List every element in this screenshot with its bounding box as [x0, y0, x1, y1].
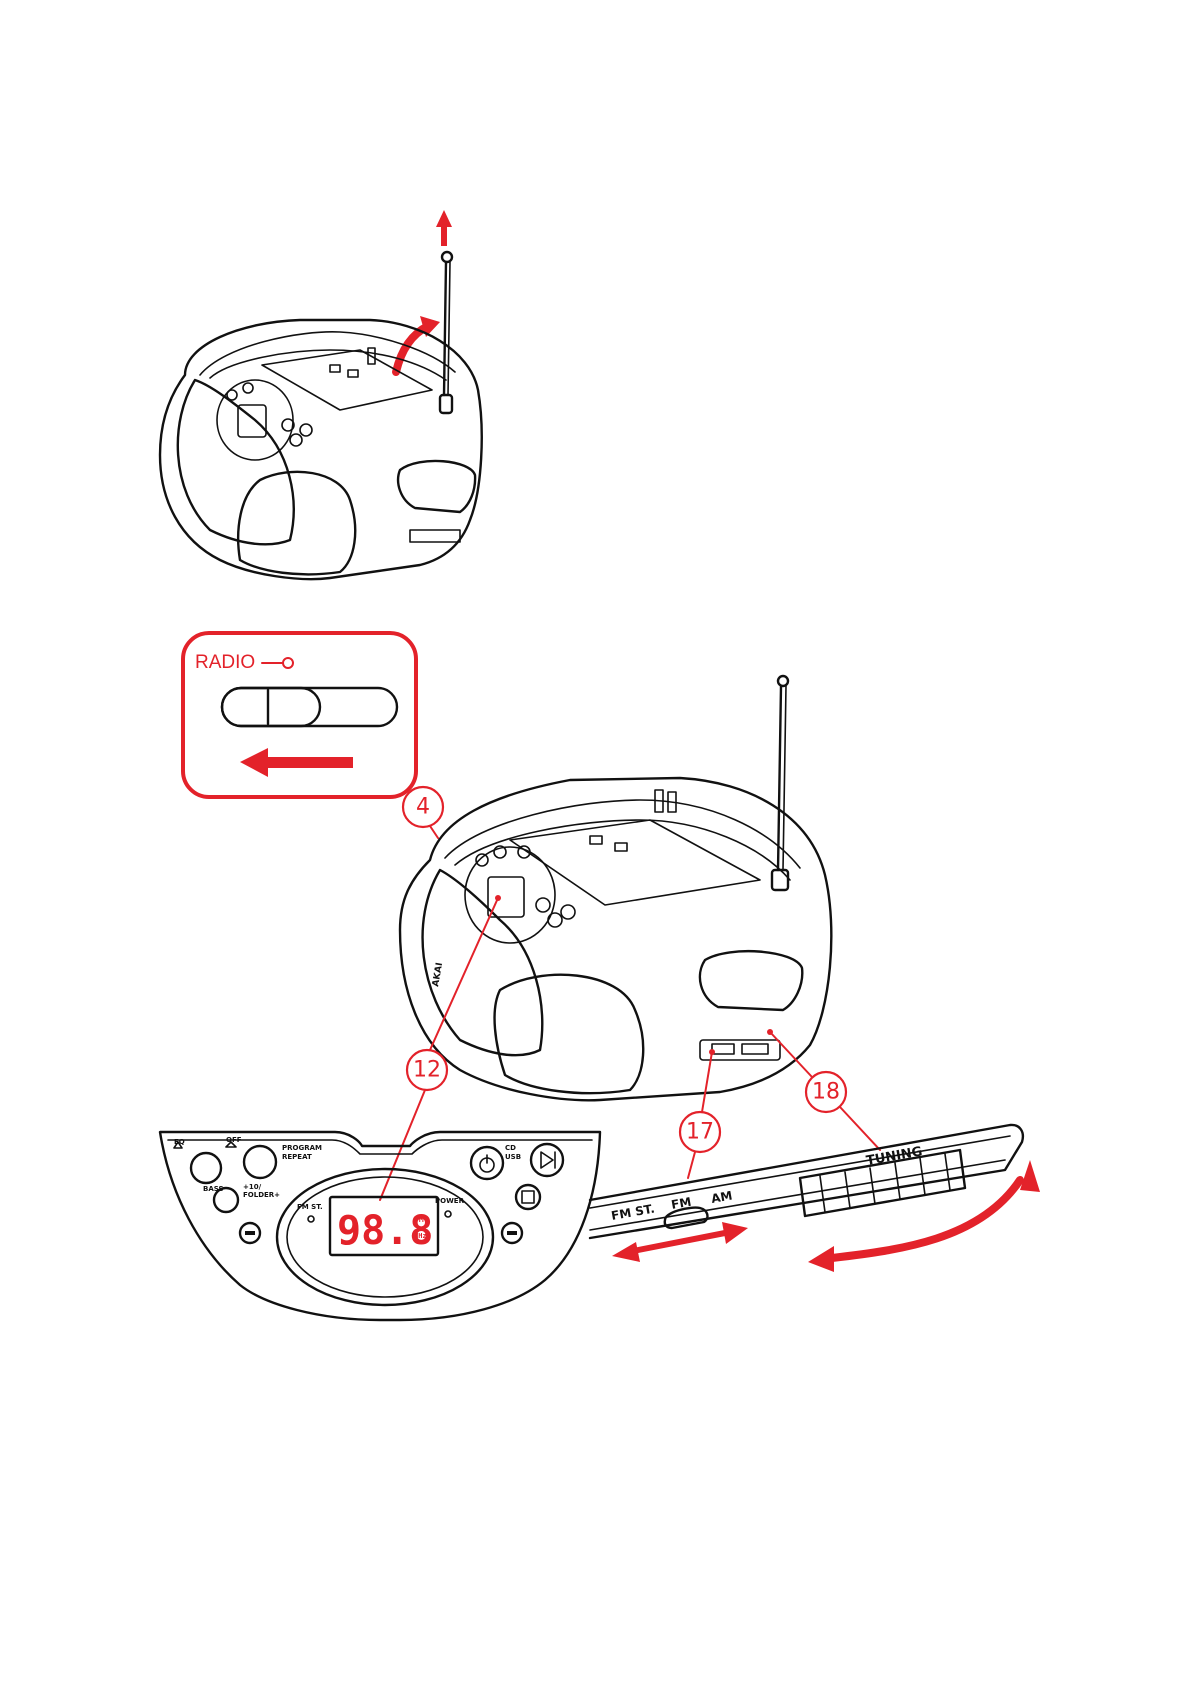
slide-double-arrow-icon: [612, 1222, 748, 1262]
svg-text:18: 18: [812, 1080, 840, 1105]
power-button[interactable]: [471, 1147, 503, 1179]
arrow-up-icon: [436, 210, 452, 246]
eq-button[interactable]: EQ: [174, 1138, 221, 1183]
lcd-display: 98.8 FM MHz: [330, 1197, 438, 1255]
arrow-left-icon: [240, 748, 353, 777]
svg-text:PROGRAM: PROGRAM: [282, 1144, 322, 1152]
callout-18: 18: [767, 1029, 880, 1150]
radio-slide-switch[interactable]: [222, 688, 397, 726]
boombox-main-illustration: AKAI: [400, 676, 831, 1100]
cd-usb-button[interactable]: CD USB: [505, 1144, 521, 1161]
tuning-rotate-arrow-icon: [808, 1160, 1040, 1272]
side-panel-detail: FM ST. FM AM TUNING: [590, 1125, 1040, 1272]
boombox-top-illustration: [160, 210, 482, 579]
svg-text:17: 17: [686, 1120, 714, 1145]
svg-text:+10/: +10/: [243, 1183, 262, 1191]
folder-up-button[interactable]: +10/ FOLDER+: [214, 1183, 280, 1212]
antenna-icon: [440, 252, 452, 413]
radio-switch-inset: RADIO: [183, 633, 416, 797]
svg-text:USB: USB: [505, 1153, 521, 1161]
svg-text:OFF: OFF: [226, 1136, 242, 1144]
band-label-am: AM: [710, 1188, 733, 1205]
svg-text:4: 4: [416, 795, 430, 820]
band-readout: FM: [414, 1215, 424, 1224]
svg-text:12: 12: [413, 1058, 441, 1083]
antenna-extended-icon: [772, 676, 788, 890]
fm-st-indicator-label: FM ST.: [297, 1203, 323, 1211]
svg-text:FOLDER+: FOLDER+: [243, 1191, 280, 1199]
next-button[interactable]: [502, 1223, 522, 1243]
off-button[interactable]: OFF: [226, 1136, 242, 1147]
svg-text:CD: CD: [505, 1144, 516, 1152]
svg-text:REPEAT: REPEAT: [282, 1153, 312, 1161]
callout-17: 17: [680, 1049, 720, 1178]
power-indicator-label: POWER: [435, 1197, 465, 1205]
callout-4: 4: [403, 787, 443, 838]
control-panel-detail: EQ OFF BASS PROGRAM REPEAT +10/ FOLDER+ …: [160, 1132, 600, 1320]
play-pause-button[interactable]: [531, 1144, 563, 1176]
unit-readout: MHz: [414, 1232, 427, 1240]
prev-button[interactable]: [240, 1223, 260, 1243]
stop-button[interactable]: [516, 1185, 540, 1209]
svg-text:AKAI: AKAI: [431, 962, 445, 988]
radio-switch-label: RADIO: [195, 652, 255, 673]
program-repeat-button[interactable]: PROGRAM REPEAT: [244, 1144, 322, 1178]
